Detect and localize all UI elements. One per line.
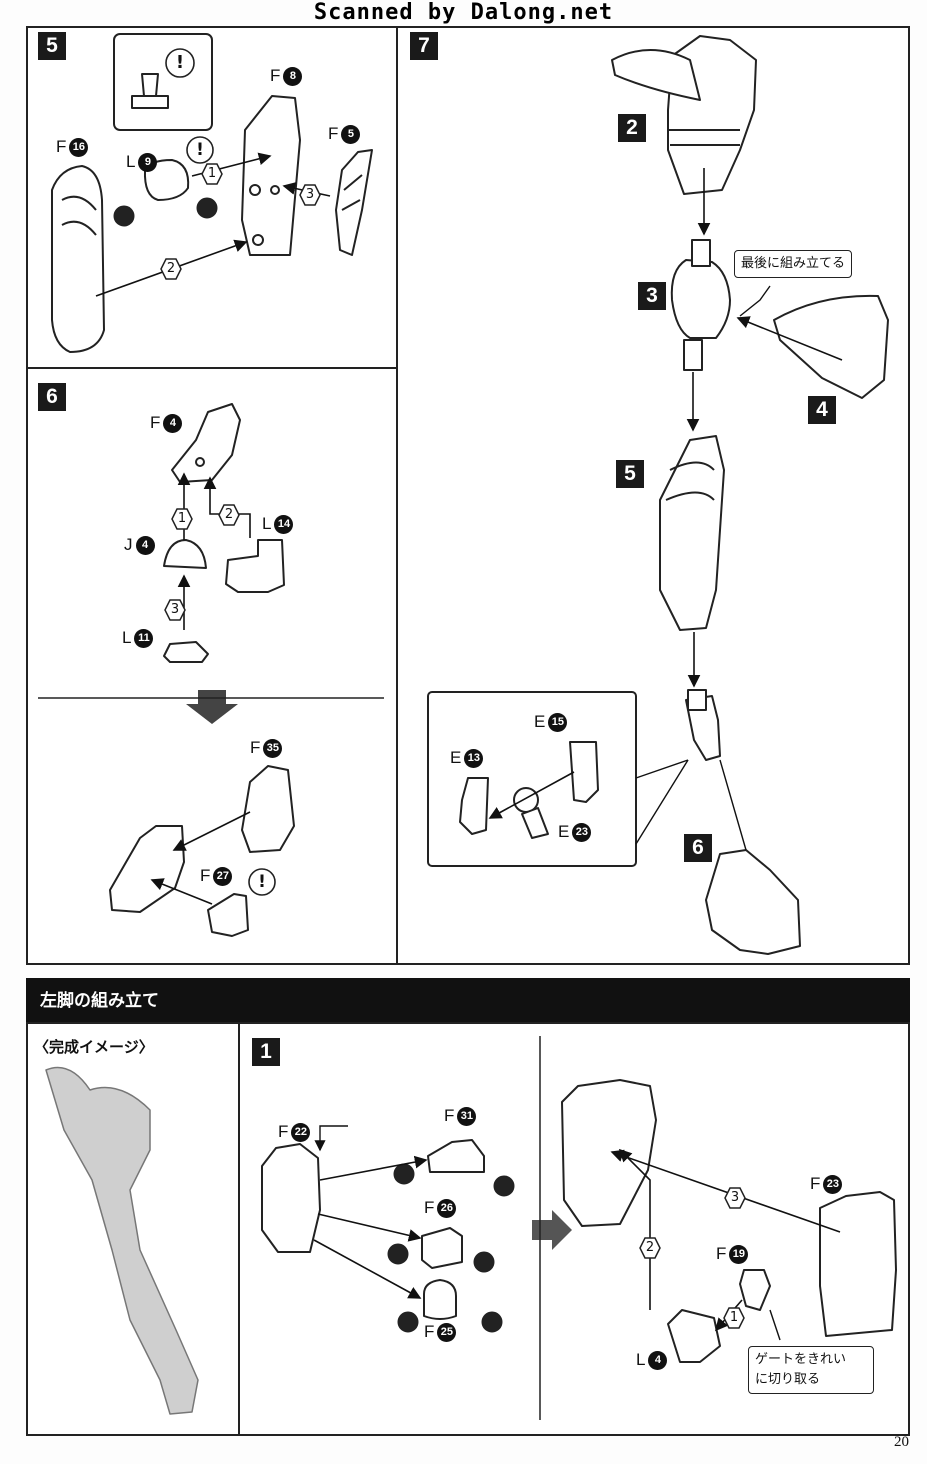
right-arrow — [532, 1210, 572, 1250]
order-marker-2: 2 — [166, 261, 176, 276]
step6-parts — [109, 403, 295, 937]
order-marker-2: 2 — [224, 507, 234, 522]
note-assemble-last: 最後に組み立てる — [734, 250, 853, 278]
step7-subpart-2: 2 — [618, 114, 646, 142]
note-cut-gate-line2: に切り取る — [755, 1372, 821, 1387]
note-cut-gate-line1: ゲートをきれい — [755, 1352, 847, 1367]
warning-icon: ! — [196, 140, 204, 160]
step-number-7: 7 — [410, 32, 438, 60]
step7-subpart-4: 4 — [808, 396, 836, 424]
callout-lines — [314, 285, 781, 1341]
step1-parts — [261, 1079, 897, 1363]
step7-subpart-3: 3 — [638, 282, 666, 310]
warning-icon: ! — [258, 872, 266, 892]
order-marker-3: 3 — [730, 1190, 740, 1205]
step7-parts — [427, 35, 889, 955]
finished-image-caption: 〈完成イメージ〉 — [34, 1038, 154, 1056]
order-marker-1: 1 — [729, 1310, 739, 1325]
order-marker-1: 1 — [177, 511, 187, 526]
step-number-1: 1 — [252, 1038, 280, 1066]
finished-image-silhouette — [45, 1066, 199, 1415]
order-marker-1: 1 — [207, 166, 217, 181]
step-number-5: 5 — [38, 32, 66, 60]
order-marker-3: 3 — [305, 187, 315, 202]
order-marker-3: 3 — [170, 602, 180, 617]
step-number-6: 6 — [38, 383, 66, 411]
note-cut-gate: ゲートをきれい に切り取る — [748, 1346, 874, 1394]
step7-subpart-6: 6 — [684, 834, 712, 862]
pin-markers — [113, 197, 515, 1333]
warning-icon: ! — [175, 52, 185, 73]
page-number: 20 — [894, 1434, 909, 1450]
order-marker-2: 2 — [645, 1240, 655, 1255]
step7-subpart-5: 5 — [616, 460, 644, 488]
section-header-left-leg: 左脚の組み立て — [26, 978, 910, 1024]
scan-watermark: Scanned by Dalong.net — [313, 0, 614, 25]
assembly-arrows — [95, 152, 843, 1332]
